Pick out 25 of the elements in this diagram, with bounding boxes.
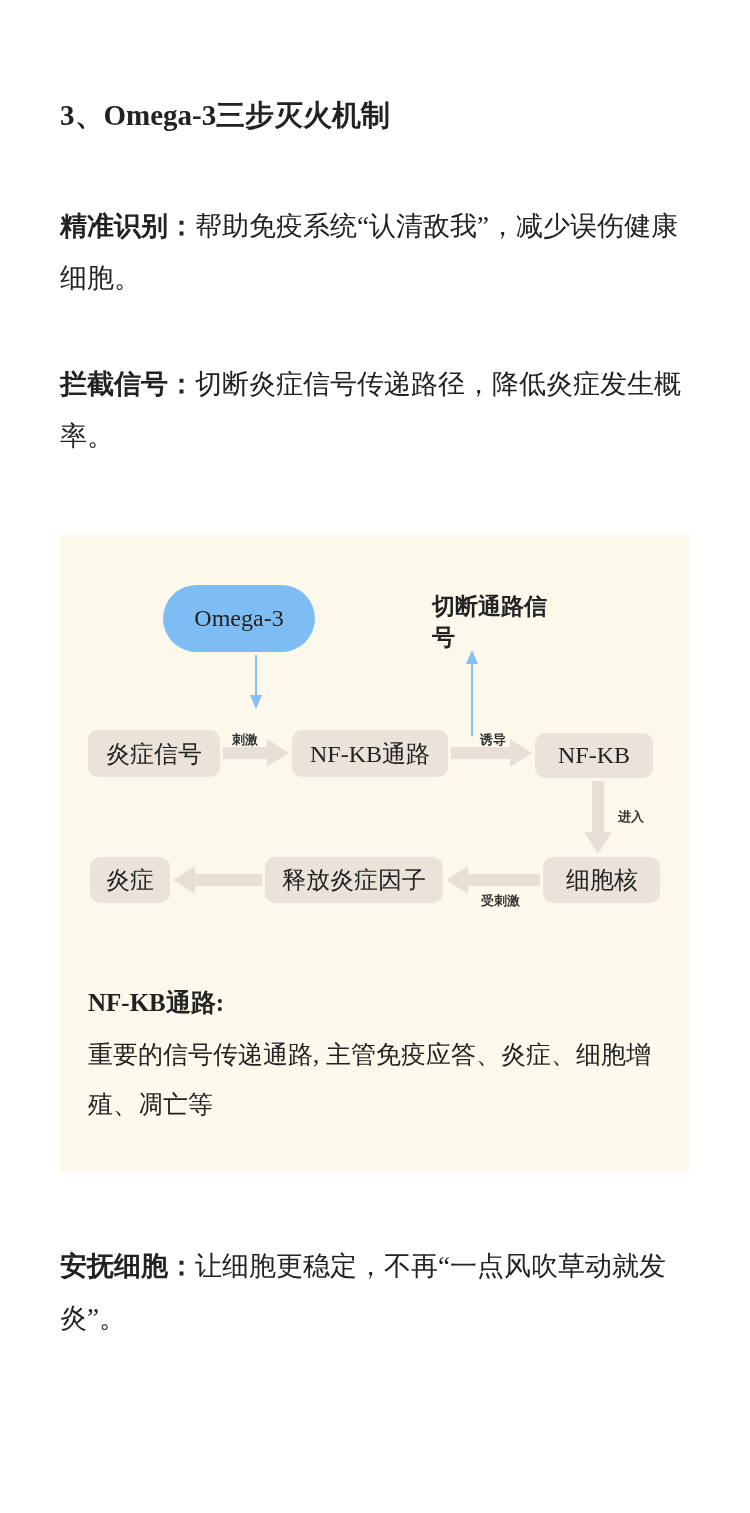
process-box: NF-KB通路 bbox=[292, 730, 448, 777]
edge-label: 诱导 bbox=[480, 731, 506, 749]
note-text: 重要的信号传递通路, 主管免疫应答、炎症、细胞增殖、凋亡等 bbox=[88, 1040, 652, 1120]
arrow bbox=[584, 781, 612, 854]
process-box: 炎症信号 bbox=[88, 730, 220, 777]
paragraph: 精准识别：帮助免疫系统“认清敌我”，减少误伤健康细胞。 bbox=[60, 210, 679, 295]
note-heading: NF-KB通路: bbox=[88, 988, 226, 1018]
arrow bbox=[446, 866, 540, 894]
process-box: 细胞核 bbox=[543, 857, 660, 903]
edge-label: 受刺激 bbox=[481, 892, 520, 910]
result-text: 切断通路信号 bbox=[432, 590, 550, 654]
pill-node: Omega-3 bbox=[163, 585, 315, 652]
arrow bbox=[223, 739, 289, 767]
edge-label: 刺激 bbox=[232, 731, 258, 749]
arrow bbox=[250, 654, 262, 709]
paragraph: 拦截信号：切断炎症信号传递路径，降低炎症发生概率。 bbox=[60, 368, 682, 453]
arrow bbox=[466, 650, 478, 737]
arrow bbox=[173, 866, 262, 894]
arrow bbox=[451, 739, 532, 767]
process-box: NF-KB bbox=[535, 733, 653, 778]
process-box: 炎症 bbox=[90, 857, 170, 903]
edge-label: 进入 bbox=[618, 808, 644, 826]
process-box: 释放炎症因子 bbox=[265, 857, 443, 903]
heading: 3、Omega-3三步灭火机制 bbox=[60, 98, 391, 133]
paragraph: 安抚细胞：让细胞更稳定，不再“一点风吹草动就发炎”。 bbox=[60, 1250, 667, 1335]
